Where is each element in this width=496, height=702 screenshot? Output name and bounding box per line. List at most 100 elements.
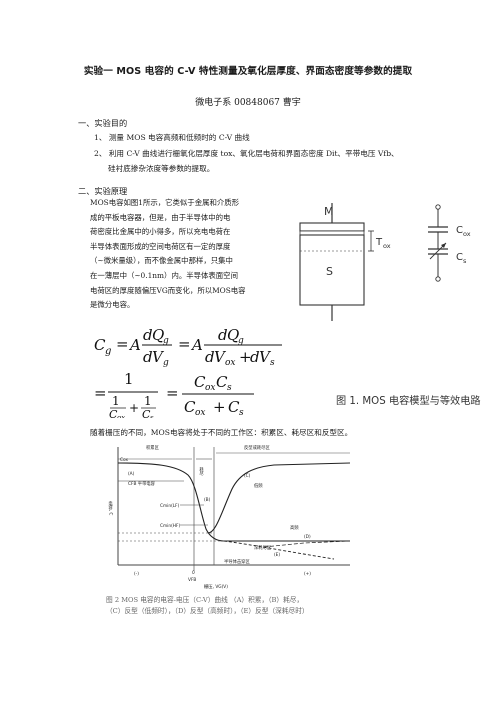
label-M: M (324, 205, 334, 218)
eq-equals: = (166, 384, 179, 402)
para-line: 电荷区的厚度随偏压VG而变化，所以MOS电容 (90, 285, 246, 295)
eq-V: V (152, 348, 165, 366)
eq-d: d (143, 326, 153, 344)
figure2-caption-line2: （C）反型（低频时），（D）反型（高频时），（E）反型（深耗尽时） (106, 607, 309, 615)
eq-equals: = (178, 335, 191, 353)
label-Tox: T (375, 237, 383, 248)
curve-low-frequency (207, 462, 351, 534)
semiconductor-body (299, 234, 365, 306)
eq-ox: ox (205, 383, 216, 393)
eq-s: s (270, 358, 275, 368)
curve-label-C: (C) (244, 473, 251, 479)
label-S: S (326, 265, 333, 278)
region-accumulation: 积累区 (146, 444, 160, 451)
ytick-cfb: CFB 平带电容 (128, 480, 156, 487)
eq-C: C (109, 408, 118, 418)
region-depletion: 耗尽 (199, 467, 204, 477)
eq-one: 1 (124, 370, 134, 388)
eq-C: C (228, 398, 240, 416)
xtick-zero: 0 (192, 570, 195, 576)
eq-d: d (218, 326, 228, 344)
xtick-vfb: VFB (188, 577, 196, 583)
purpose-item-2: 2、 利用 C-V 曲线进行栅氧化层厚度 tox、氧化层电荷和界面态密度 Dit… (94, 149, 399, 158)
label-Tox-sub: ox (383, 242, 391, 250)
author-line: 微电子系 00848067 曹宇 (195, 98, 301, 108)
eq-lhs-sub: g (105, 346, 111, 357)
para-line: MOS电容如图1所示，它类似于金属和介质形 (90, 198, 240, 207)
section-heading-purpose: 一、实验目的 (78, 118, 128, 128)
para-line: 荷密度比金属中的小得多，所以充电电荷在 (90, 227, 231, 237)
xtick-positive: (+) (304, 571, 311, 577)
purpose-item-1: 1、 测量 MOS 电容高频和低频时的 C-V 曲线 (94, 133, 250, 142)
eq-one: 1 (112, 394, 120, 408)
eq-ox: ox (117, 414, 125, 418)
eq-g: g (163, 336, 169, 346)
curve-label-B: (B) (204, 497, 211, 503)
eq-d: d (205, 348, 215, 366)
eq-Q: Q (227, 326, 239, 344)
eq-A: A (190, 336, 203, 354)
working-regions-text: 随着栅压的不同，MOS电容将处于不同的工作区：积累区、耗尽区和反型区。 (90, 428, 353, 437)
para-line: 是微分电容。 (90, 300, 135, 310)
eq-C: C (142, 408, 151, 418)
eq-g: g (238, 336, 244, 346)
para-line: 成的平板电容器，但是，由于半导体中的电 (90, 212, 231, 222)
label-Cox-sub: ox (463, 230, 471, 238)
eq-s: s (150, 414, 154, 418)
y-axis-label: 电容, C (108, 500, 114, 516)
eq-plus: + (129, 401, 139, 415)
eq-C: C (184, 398, 196, 416)
eq-plus: + (213, 398, 226, 416)
eq-d: d (143, 348, 153, 366)
oxide-layer (299, 230, 365, 236)
label-Cs-sub: s (463, 257, 467, 265)
eq-C: C (194, 373, 206, 391)
para-line: 在一薄层中（~0.1nm）内。半导体表面空间 (90, 270, 238, 280)
eq-V: V (259, 348, 272, 366)
figure2-caption-line1: 图 2 MOS 电容的电容-电压（C-V）曲线 （A）积累，（B）耗尽， (106, 596, 304, 604)
eq-g: g (163, 358, 169, 368)
eq-ox: ox (195, 408, 206, 418)
eq-one: 1 (144, 394, 152, 408)
x-axis-label: 栅压, VG(V) (204, 583, 228, 590)
ytick-cmin-hf: Cmin(HF) (160, 523, 180, 529)
figure2-cv-curve: 积累区 反型或耗尽区 耗尽 (A) (B) (C) (D) (E) 低频 高频 … (104, 441, 356, 591)
curve-label-high-freq: 高频 (290, 524, 299, 531)
gate-metal (299, 222, 365, 232)
eq-A: A (128, 336, 141, 354)
para-line: （~微米量级），而不像金属中那样，只集中 (90, 256, 233, 266)
curve-label-deep-depletion: 深耗尽区 (254, 544, 272, 551)
label-Cox: C (456, 225, 463, 236)
eq-Q: Q (152, 326, 164, 344)
curve-label-A: (A) (128, 471, 135, 477)
eq-V: V (214, 348, 227, 366)
figure1-caption: 图 1. MOS 电容模型与等效电路 (336, 396, 481, 407)
curve-high-frequency (117, 462, 350, 542)
curve-deep-depletion (223, 540, 335, 560)
curve-label-breakdown: 半导体击穿区 (224, 558, 250, 565)
eq-plus: + (239, 348, 252, 366)
eq-equals: = (94, 384, 107, 402)
eq-s: s (239, 408, 244, 418)
section-heading-principle: 二、实验原理 (78, 186, 128, 196)
document-title: 实验一 MOS 电容的 C-V 特性测量及氧化层厚度、界面态密度等参数的提取 (83, 66, 413, 77)
ytick-cmin-lf: Cmin(LF) (160, 503, 180, 509)
curve-label-low-freq: 低频 (254, 482, 263, 489)
ytick-cox: Cox (120, 457, 128, 463)
eq-ox: ox (225, 358, 236, 368)
eq-C: C (216, 373, 228, 391)
eq-d: d (250, 348, 260, 366)
curve-label-D: (D) (304, 534, 311, 540)
purpose-item-2-continuation: 硅衬底掺杂浓度等参数的提取。 (108, 164, 215, 173)
eq-lhs: C (94, 336, 106, 354)
region-inversion-depletion: 反型或耗尽区 (244, 444, 270, 451)
para-line: 半导体表面形成的空间电荷区有一定的厚度 (90, 241, 231, 251)
curve-label-E: (E) (274, 552, 280, 558)
figure1-mos-model: M S T ox C ox C s (299, 203, 471, 321)
principle-paragraph: MOS电容如图1所示，它类似于金属和介质形 成的平板电容器，但是，由于半导体中的… (90, 196, 280, 313)
capacitance-equations: C g = A d Q g d V g = A d Q g d V ox + d… (94, 326, 282, 418)
label-Cs: C (456, 252, 463, 263)
eq-s: s (227, 383, 232, 393)
xtick-negative: (-) (134, 571, 139, 577)
eq-equals: = (116, 335, 129, 353)
